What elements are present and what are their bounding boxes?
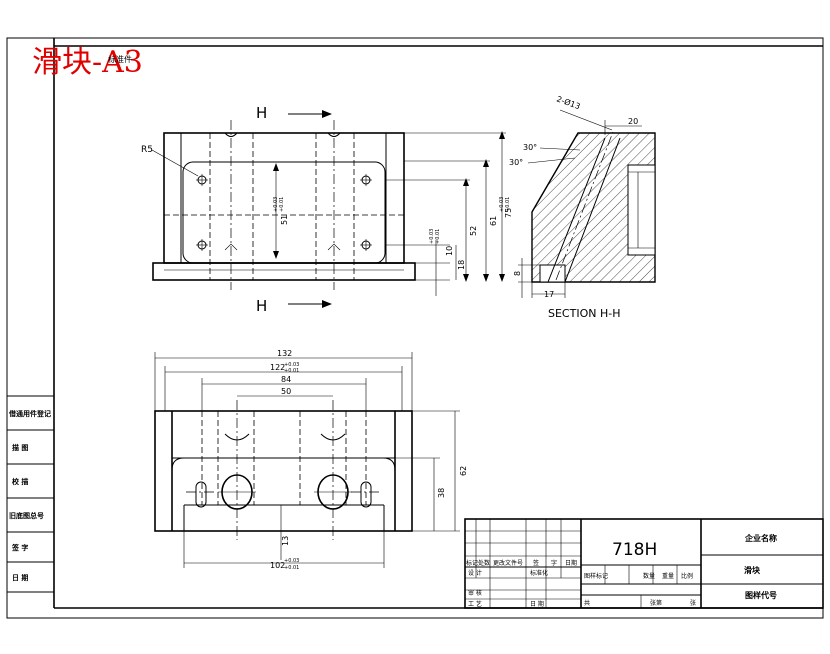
- side-row-1: 描 图: [12, 443, 28, 452]
- stage-header-1: 数量: [643, 572, 655, 580]
- angle-30-a: 30°: [523, 143, 537, 152]
- sheet-right: 张: [690, 599, 696, 607]
- rev-header-1: 处数: [478, 559, 490, 567]
- top-view: [154, 400, 413, 540]
- front-dimensions: R5 51 +0.03 +0.01 52 61 75 +0.03 +0.01 +…: [141, 131, 513, 296]
- side-table: 借通用件登记 描 图 校 描 旧底图总号 签 字 日 期: [6, 395, 55, 593]
- dim-132: 132: [277, 349, 292, 358]
- title-block: 标记 处数 更改文件号 签 字 日期 设 计 标准化 审 核 工 艺 日 期 图…: [464, 518, 824, 609]
- dim-61: 61: [489, 216, 498, 226]
- front-view: [152, 120, 416, 290]
- material-label: 718H: [612, 540, 657, 560]
- side-row-2: 校 描: [12, 477, 28, 486]
- dim-75-tol-lower: +0.01: [505, 197, 511, 212]
- dim-51-tol-lower: +0.01: [279, 197, 285, 212]
- sign-row-0: 设 计: [468, 569, 482, 577]
- dim-102-tol-upper: +0.03: [284, 558, 299, 564]
- sheet-mid: 张第: [650, 599, 662, 607]
- stage-header-0: 图样标记: [584, 572, 608, 580]
- dim-8: 8: [513, 271, 522, 276]
- screw-hole: [360, 174, 372, 186]
- rev-header-5: 日期: [565, 559, 577, 567]
- dim-13: 13: [281, 536, 290, 546]
- side-row-3: 旧底图总号: [9, 511, 44, 520]
- side-row-5: 日 期: [12, 573, 28, 582]
- angle-30-b: 30°: [509, 158, 523, 167]
- sign-row-4: 日 期: [530, 600, 544, 608]
- company-label: 企业名称: [744, 533, 777, 543]
- dim-75: 75: [504, 208, 513, 218]
- top-note: 标准件: [108, 54, 132, 64]
- dim-122-tol-lower: +0.01: [284, 368, 299, 374]
- section-marker-bottom: H: [256, 297, 267, 315]
- rev-header-4: 字: [551, 559, 557, 567]
- dim-10: 10: [445, 246, 454, 256]
- side-row-4: 签 字: [11, 543, 28, 552]
- dim-17: 17: [544, 290, 554, 299]
- dim-51-tol-upper: +0.03: [273, 197, 279, 212]
- dim-122-tol-upper: +0.03: [284, 362, 299, 368]
- stage-header-3: 比例: [681, 572, 693, 580]
- screw-hole: [196, 174, 208, 186]
- section-markers: H H: [256, 104, 332, 315]
- rev-header-2: 更改文件号: [493, 559, 523, 567]
- dim-84: 84: [281, 375, 291, 384]
- dim-102: 102: [270, 561, 285, 570]
- dim-102-tol-lower: +0.01: [284, 565, 299, 571]
- dim-38: 38: [437, 488, 446, 498]
- sign-row-2: 审 核: [468, 589, 482, 597]
- dim-122: 122: [270, 363, 285, 372]
- top-dimensions: 132 122 +0.03 +0.01 84 50 62 38 13 102 +…: [154, 349, 468, 571]
- drawing-no-label: 图样代号: [745, 590, 777, 600]
- dim-50: 50: [281, 387, 291, 396]
- dim-tol-lower: +0.01: [435, 229, 441, 244]
- title-stamp: 滑块-A3: [32, 45, 143, 80]
- rev-header-3: 签: [533, 559, 539, 567]
- sign-row-3: 工 艺: [468, 600, 482, 608]
- dim-62: 62: [459, 466, 468, 476]
- dim-52: 52: [469, 226, 478, 236]
- dim-20: 20: [628, 117, 638, 126]
- part-name-label: 滑块: [744, 565, 761, 575]
- section-view: 2-Ø13 20 30° 30° 8 17 SECTION H-H: [509, 93, 656, 320]
- dim-18: 18: [457, 260, 466, 270]
- radius-label: R5: [141, 145, 153, 155]
- section-title: SECTION H-H: [548, 307, 620, 320]
- side-row-0: 借通用件登记: [8, 409, 51, 418]
- section-marker-top: H: [256, 104, 267, 122]
- sign-row-1: 标准化: [530, 569, 548, 577]
- dim-51: 51: [280, 215, 289, 225]
- rev-header-0: 标记: [466, 559, 478, 567]
- sheet-left: 共: [584, 599, 590, 607]
- section-holes-label: 2-Ø13: [555, 93, 581, 111]
- dim-tol-upper: +0.03: [429, 229, 435, 244]
- dim-75-tol-upper: +0.03: [499, 197, 505, 212]
- screw-hole: [196, 239, 208, 251]
- stage-header-2: 重量: [662, 572, 674, 580]
- screw-hole: [360, 239, 372, 251]
